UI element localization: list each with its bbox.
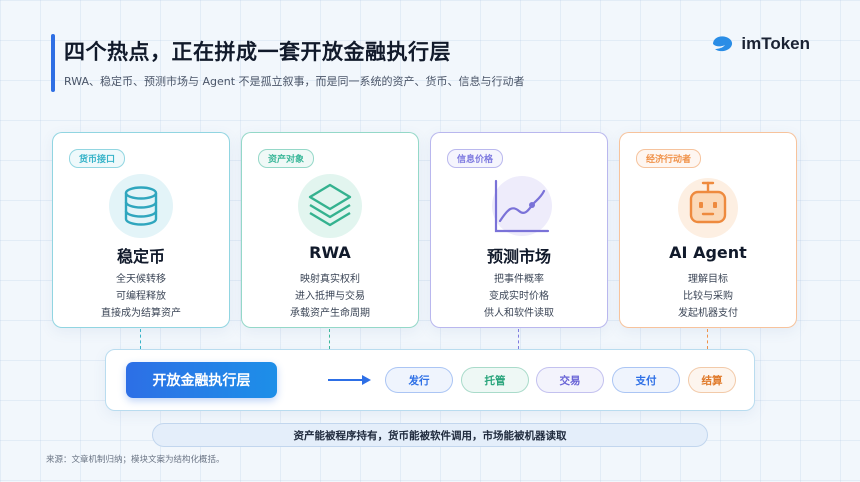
robot-icon <box>673 171 743 241</box>
card-line: 映射真实权利 <box>300 274 360 285</box>
action-pill-trade: 交易 <box>536 367 604 393</box>
card-ai-agent: 经济行动者 AI Agent 理解目标 比较与采购 发起机器支付 <box>619 132 797 328</box>
card-title: AI Agent <box>669 243 747 262</box>
card-tag: 货币接口 <box>69 149 126 168</box>
card-line: 比较与采购 <box>683 291 733 302</box>
connector-line <box>707 329 708 349</box>
action-pill-settlement: 结算 <box>688 367 736 393</box>
connector-line <box>140 329 141 349</box>
card-line: 发起机器支付 <box>678 308 738 319</box>
card-stablecoin: 货币接口 稳定币 全天候转移 可编程释放 直接成为结算资产 <box>52 132 230 328</box>
card-line: 进入抵押与交易 <box>295 291 365 302</box>
page-title: 四个热点，正在拼成一套开放金融执行层 <box>64 40 451 64</box>
title-accent-bar <box>51 34 55 92</box>
card-line: 把事件概率 <box>494 274 544 285</box>
layers-icon <box>295 171 365 241</box>
card-title: 稳定币 <box>116 247 165 266</box>
card-line: 直接成为结算资产 <box>101 308 181 319</box>
card-line: 理解目标 <box>688 274 728 285</box>
card-description: 映射真实权利 进入抵押与交易 承载资产生命周期 <box>242 271 418 322</box>
source-note: 来源：文章机制归纳；模块文案为结构化概括。 <box>46 455 225 465</box>
execution-layer-label: 开放金融执行层 <box>126 362 277 398</box>
card-tag: 经济行动者 <box>636 149 702 168</box>
card-tag: 资产对象 <box>258 149 315 168</box>
arrow-right-icon <box>328 375 371 385</box>
summary-bar: 资产能被程序持有，货币能被软件调用，市场能被机器读取 <box>152 423 708 447</box>
imtoken-logo: imToken <box>711 34 810 54</box>
card-prediction-market: 信息价格 预测市场 把事件概率 变成实时价格 供人和软件读取 <box>430 132 608 328</box>
execution-layer-panel: 开放金融执行层 发行 托管 交易 支付 结算 <box>105 349 755 411</box>
action-pill-payment: 支付 <box>612 367 680 393</box>
card-line: 承载资产生命周期 <box>290 308 370 319</box>
card-line: 全天候转移 <box>116 274 166 285</box>
card-title: 预测市场 <box>486 247 551 266</box>
action-pill-custody: 托管 <box>461 367 529 393</box>
card-description: 全天候转移 可编程释放 直接成为结算资产 <box>53 271 229 322</box>
logo-text: imToken <box>741 34 810 53</box>
page-subtitle: RWA、稳定币、预测市场与 Agent 不是孤立叙事，而是同一系统的资产、货币、… <box>64 75 525 88</box>
card-title: RWA <box>309 243 351 262</box>
line-chart-icon <box>484 171 554 241</box>
card-description: 理解目标 比较与采购 发起机器支付 <box>620 271 796 322</box>
card-line: 供人和软件读取 <box>484 308 554 319</box>
connector-line <box>518 329 519 349</box>
coin-stack-icon <box>106 171 176 241</box>
connector-line <box>329 329 330 349</box>
card-tag: 信息价格 <box>447 149 504 168</box>
action-pill-issue: 发行 <box>385 367 453 393</box>
card-description: 把事件概率 变成实时价格 供人和软件读取 <box>431 271 607 322</box>
imtoken-logo-icon <box>713 36 733 52</box>
card-line: 可编程释放 <box>116 291 166 302</box>
card-rwa: 资产对象 RWA 映射真实权利 进入抵押与交易 承载资产生命周期 <box>241 132 419 328</box>
card-line: 变成实时价格 <box>489 291 549 302</box>
